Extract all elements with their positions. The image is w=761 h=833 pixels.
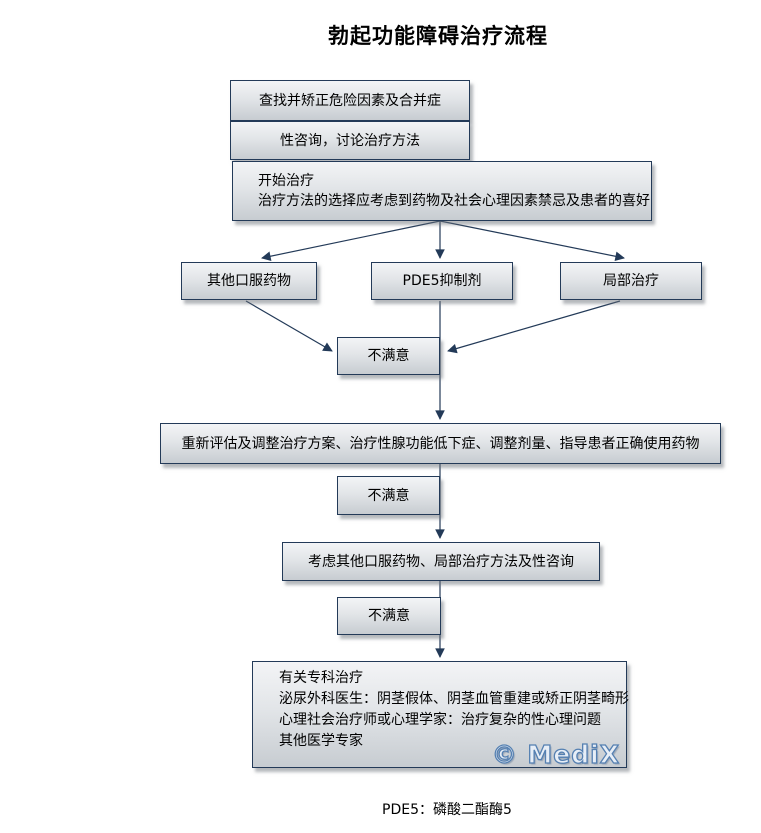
node-pde5-inhibitor: PDE5抑制剂 [371,262,513,300]
node-unsatisfied-2: 不满意 [337,476,440,515]
node-risk-factors: 查找并矫正危险因素及合并症 [230,80,470,121]
arrow-start-to-topical [439,220,625,262]
pde5-footnote: PDE5：磷酸二酯酶5 [382,802,512,818]
page-title: 勃起功能障碍治疗流程 [328,24,548,48]
medix-watermark: © MediX [491,740,620,769]
arrow-start-to-other-oral [261,220,441,261]
node-specialist-treatment: 有关专科治疗 泌尿外科医生：阴茎假体、阴茎血管重建或矫正阴茎畸形 心理社会治疗师… [252,661,629,769]
arrow-other-oral-to-unsatisfied [245,300,333,352]
node-start-treatment: 开始治疗 治疗方法的选择应考虑到药物及社会心理因素禁忌及患者的喜好 [232,161,652,221]
node-unsatisfied-3: 不满意 [337,597,441,635]
node-other-oral-drugs: 其他口服药物 [181,262,317,300]
node-consider-alternatives: 考虑其他口服药物、局部治疗方法及性咨询 [282,542,600,581]
node-reassess: 重新评估及调整治疗方案、治疗性腺功能低下症、调整剂量、指导患者正确使用药物 [160,423,721,464]
node-sex-counseling: 性咨询，讨论治疗方法 [230,121,470,160]
arrow-topical-to-unsatisfied [447,300,621,354]
node-topical-therapy: 局部治疗 [560,262,702,300]
node-unsatisfied-1: 不满意 [337,337,440,375]
